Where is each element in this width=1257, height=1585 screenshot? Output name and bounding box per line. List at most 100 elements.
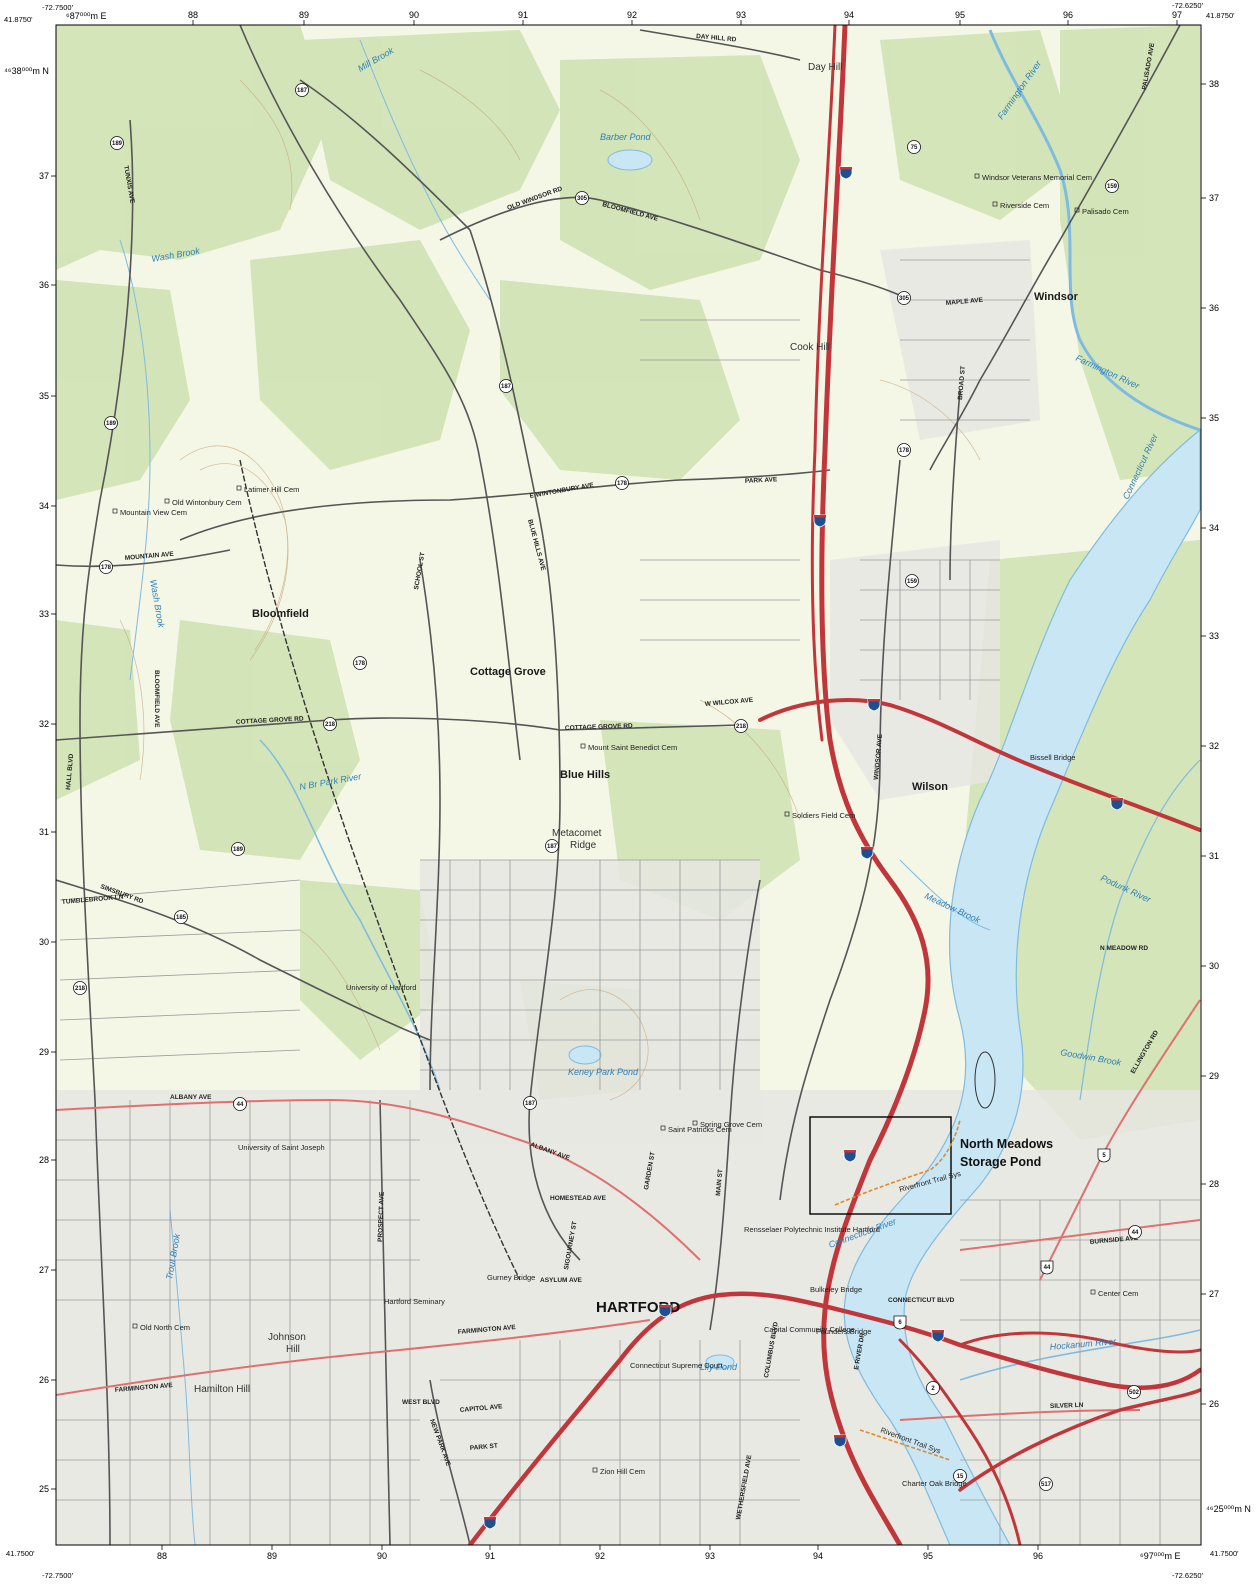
hill-cook-hill: Cook Hill xyxy=(790,342,830,353)
feature-zion-hill-cem: Zion Hill Cem xyxy=(600,1467,645,1476)
svg-text:178: 178 xyxy=(355,661,366,667)
cemetery-icon xyxy=(132,1323,138,1329)
feature-gurney-bridge: Gurney Bridge xyxy=(487,1273,535,1282)
corner-coordinate: -72.6250' xyxy=(1172,1571,1204,1580)
top-tick-label: 91 xyxy=(518,10,528,20)
svg-text:178: 178 xyxy=(101,565,112,571)
cemetery-icon xyxy=(580,743,586,749)
street-maple-ave: MAPLE AVE xyxy=(946,297,984,307)
top-tick-label: 88 xyxy=(188,10,198,20)
feature-riverside-cem: Riverside Cem xyxy=(1000,201,1049,210)
interstate-shield-icon xyxy=(931,1329,945,1343)
svg-text:187: 187 xyxy=(297,88,308,94)
hill-ridge: Ridge xyxy=(570,840,597,851)
mountain-ave-line xyxy=(56,549,231,568)
street-capitol-ave: CAPITOL AVE xyxy=(460,1403,504,1414)
right-tick-label: 29 xyxy=(1209,1071,1219,1081)
bottom-tick-label: 91 xyxy=(485,1551,495,1561)
bottom-tick-label: 96 xyxy=(1033,1551,1043,1561)
corner-coordinate: 41.7500' xyxy=(6,1549,35,1558)
water-label-lily-pond: Lily Pond xyxy=(700,1362,738,1372)
connecticut-river xyxy=(843,428,1201,1545)
right-tick-label: 36 xyxy=(1209,303,1219,313)
state-route-shield-icon: 305 xyxy=(575,191,589,205)
interstate-shield-icon xyxy=(1110,797,1124,811)
corner-coordinate: -72.7500' xyxy=(42,3,74,12)
bottom-tick-label: 94 xyxy=(813,1551,823,1561)
corner-coordinate: 41.8750' xyxy=(4,15,33,24)
keney-park-pond xyxy=(568,1045,602,1065)
place-windsor: Windsor xyxy=(1034,291,1079,303)
main-st-line xyxy=(709,879,761,1331)
annotation-line-2: Storage Pond xyxy=(960,1155,1041,1169)
svg-text:44: 44 xyxy=(1132,1230,1139,1236)
major-roads xyxy=(56,999,1201,1421)
hill-metacomet: Metacomet xyxy=(552,828,602,839)
right-tick-label: 30 xyxy=(1209,961,1219,971)
blue-hills-ave-line xyxy=(469,229,581,1261)
farmington-river xyxy=(988,29,1201,432)
street-hall-blvd: HALL BLVD xyxy=(65,753,75,790)
interstate-shield-icon xyxy=(658,1304,672,1318)
us-route-shield-icon: 5 xyxy=(1097,1148,1111,1163)
left-tick-label: 31 xyxy=(39,827,49,837)
cemetery-icon xyxy=(784,811,790,817)
left-tick-label: 36 xyxy=(39,280,49,290)
state-route-shield-icon: 185 xyxy=(174,910,188,924)
street-w-wilcox-ave: W WILCOX AVE xyxy=(705,697,754,708)
state-route-shield-icon: 178 xyxy=(99,560,113,574)
cemetery-icon xyxy=(112,508,118,514)
podunk-river xyxy=(1079,759,1201,1101)
cemetery-icon xyxy=(992,201,998,207)
broad-st-line xyxy=(949,389,961,581)
street-main-st: MAIN ST xyxy=(715,1169,724,1196)
state-route-shield-icon: 178 xyxy=(897,443,911,457)
feature-founders-bridge: Founders Bridge xyxy=(816,1327,871,1336)
place-bloomfield: Bloomfield xyxy=(252,608,309,620)
left-tick-label: 29 xyxy=(39,1047,49,1057)
farmington-ave-line xyxy=(56,1319,651,1396)
bottom-tick-label: 93 xyxy=(705,1551,715,1561)
place-blue-hills: Blue Hills xyxy=(560,769,610,781)
water-label-barber-pond: Barber Pond xyxy=(600,132,652,142)
simsbury-rd-line xyxy=(56,879,431,1041)
annotation-line-1: North Meadows xyxy=(960,1137,1053,1151)
right-tick-label: 38 xyxy=(1209,79,1219,89)
top-tick-label: 94 xyxy=(844,10,854,20)
north-meadows-pond xyxy=(974,1051,996,1109)
silver-ln-line xyxy=(899,1409,1141,1421)
bottom-tick-label: 90 xyxy=(377,1551,387,1561)
svg-text:15: 15 xyxy=(957,1474,964,1480)
windsor-ave-line xyxy=(779,459,901,1201)
state-route-shield-icon: 189 xyxy=(104,416,118,430)
i84-line xyxy=(467,1291,1201,1545)
corner-coordinate: 41.8750' xyxy=(1206,11,1235,20)
svg-text:187: 187 xyxy=(525,1101,536,1107)
state-route-shield-icon: 178 xyxy=(353,656,367,670)
hill-hill: Hill xyxy=(286,1344,300,1355)
feature-soldiers-field-cem: Soldiers Field Cem xyxy=(792,811,855,820)
svg-text:5: 5 xyxy=(1102,1153,1106,1159)
state-route-shield-icon: 15 xyxy=(953,1469,967,1483)
feature-univ-saint-joseph: University of Saint Joseph xyxy=(238,1143,325,1152)
i91-line-2 xyxy=(810,25,837,742)
cemetery-icon xyxy=(164,498,170,504)
street-day-hill-rd: DAY HILL RD xyxy=(696,33,737,44)
state-route-shield-icon: 187 xyxy=(545,839,559,853)
feature-saint-patricks-cem: Saint Patricks Cem xyxy=(668,1125,732,1134)
svg-text:517: 517 xyxy=(1041,1482,1052,1488)
hill-day-hill: Day Hill xyxy=(808,62,842,73)
svg-text:159: 159 xyxy=(907,579,918,585)
cemetery-icon xyxy=(236,485,242,491)
feature-capital-community-college: Capital Community College xyxy=(764,1325,855,1334)
top-tick-label: 95 xyxy=(955,10,965,20)
trout-brook-stream xyxy=(169,1209,196,1545)
svg-text:159: 159 xyxy=(1107,184,1118,190)
north-meadows-box xyxy=(809,1116,952,1215)
svg-text:187: 187 xyxy=(547,844,558,850)
right-tick-label: 37 xyxy=(1209,193,1219,203)
top-tick-label: 92 xyxy=(627,10,637,20)
state-route-shield-icon: 517 xyxy=(1039,1477,1053,1491)
minor-streets xyxy=(56,259,1200,1545)
